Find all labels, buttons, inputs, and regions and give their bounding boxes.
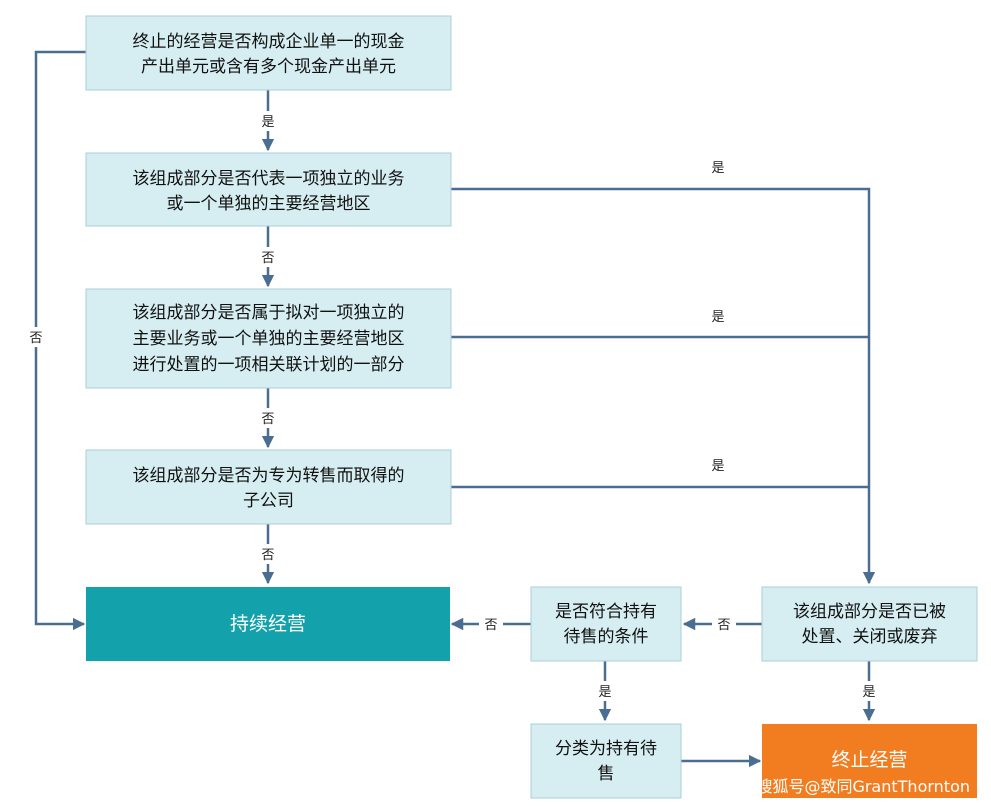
- label-q1-continuing-no: 否: [29, 331, 42, 346]
- node-q3: 该组成部分是否属于拟对一项独立的 主要业务或一个单独的主要经营地区 进行处置的一…: [85, 288, 452, 389]
- node-continuing: 持续经营: [86, 587, 450, 661]
- node-disposed-check: 该组成部分是否已被 处置、关闭或废弃: [761, 586, 978, 662]
- node-continuing-box: [86, 587, 450, 661]
- node-q3-line-1: 该组成部分是否属于拟对一项独立的: [133, 303, 405, 323]
- node-disposed-line-1: 该组成部分是否已被: [793, 602, 946, 622]
- node-q3-line-3: 进行处置的一项相关联计划的一部分: [133, 355, 405, 375]
- node-disposed-box: [761, 586, 978, 662]
- node-discontinued: 终止经营: [762, 724, 977, 798]
- node-classified-line-2: 售: [598, 764, 615, 784]
- label-disposed-held-no: 否: [717, 618, 730, 633]
- label-q2-yes: 是: [711, 161, 724, 176]
- node-q2-box: [85, 152, 452, 227]
- node-q1: 终止的经营是否构成企业单一的现金 产出单元或含有多个现金产出单元: [85, 15, 452, 91]
- node-q2: 该组成部分是否代表一项独立的业务 或一个单独的主要经营地区: [85, 152, 452, 227]
- node-disposed-line-2: 处置、关闭或废弃: [802, 627, 938, 647]
- node-classified-held-for-sale: 分类为持有待 售: [530, 723, 682, 799]
- node-q4-line-2: 子公司: [243, 491, 294, 511]
- node-held-for-sale-check: 是否符合持有 待售的条件: [530, 586, 682, 662]
- node-classified-box: [530, 723, 682, 799]
- label-q1-q2-yes: 是: [261, 115, 274, 130]
- node-classified-line-1: 分类为持有待: [555, 739, 657, 759]
- watermark-text: 搜狐号@致同GrantThornton: [756, 777, 970, 796]
- label-q3-yes: 是: [711, 310, 724, 325]
- node-q3-line-2: 主要业务或一个单独的主要经营地区: [133, 329, 405, 349]
- node-q2-line-1: 该组成部分是否代表一项独立的业务: [133, 169, 405, 189]
- node-held-box: [530, 586, 682, 662]
- node-held-line-2: 待售的条件: [564, 627, 649, 647]
- node-q1-box: [85, 15, 452, 91]
- edge-q2-disposed: [451, 187, 876, 585]
- node-q1-line-1: 终止的经营是否构成企业单一的现金: [133, 32, 405, 52]
- node-q1-line-2: 产出单元或含有多个现金产出单元: [141, 57, 396, 77]
- label-q2-q3-no: 否: [261, 251, 274, 266]
- label-q4-continuing-no: 否: [261, 548, 274, 563]
- node-q4-line-1: 该组成部分是否为专为转售而取得的: [133, 466, 405, 486]
- node-continuing-label: 持续经营: [230, 613, 306, 635]
- node-discontinued-label: 终止经营: [831, 749, 907, 771]
- label-q3-q4-no: 否: [261, 412, 274, 427]
- label-q4-yes: 是: [711, 459, 724, 474]
- node-q2-line-2: 或一个单独的主要经营地区: [167, 194, 371, 214]
- node-q4-box: [85, 449, 452, 525]
- node-q3-box: [85, 288, 452, 389]
- label-held-continuing-no: 否: [484, 618, 497, 633]
- node-discontinued-box: [762, 724, 977, 798]
- label-held-classified-yes: 是: [598, 685, 611, 700]
- node-held-line-1: 是否符合持有: [555, 602, 657, 622]
- edge-labels: 是 否 否 否 否 是 是 是 否 否 是 是: [24, 111, 881, 701]
- label-disposed-discontinued-yes: 是: [862, 685, 875, 700]
- node-q4: 该组成部分是否为专为转售而取得的 子公司: [85, 449, 452, 525]
